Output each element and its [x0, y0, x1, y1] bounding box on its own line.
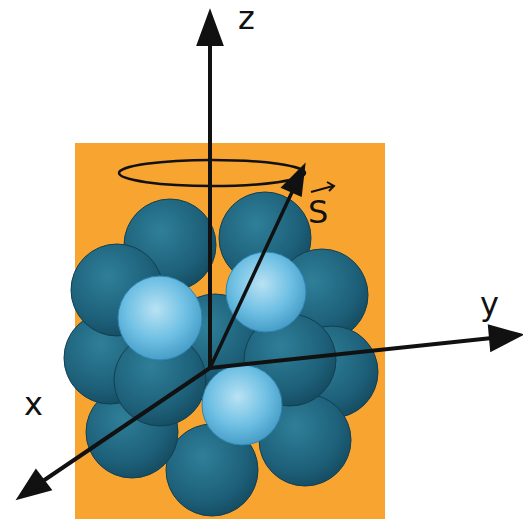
z-axis	[208, 40, 212, 368]
arrowhead	[199, 14, 221, 44]
arrowhead	[20, 472, 49, 497]
arrowhead	[490, 327, 519, 349]
axis-label: x	[24, 388, 43, 420]
arrowhead	[284, 168, 303, 194]
vector-accent-head	[327, 182, 334, 191]
proton-sphere	[226, 252, 306, 332]
proton-sphere	[118, 276, 202, 360]
axes	[20, 14, 519, 497]
vector-accent	[311, 182, 334, 192]
axis-label: z	[238, 2, 255, 34]
spin-vector	[210, 190, 293, 368]
x-axis	[40, 368, 210, 483]
background-panel	[75, 143, 385, 519]
proton-sphere	[202, 365, 282, 445]
y-axis	[210, 338, 492, 368]
axis-label: y	[480, 288, 499, 320]
vector-label: S	[308, 196, 328, 228]
